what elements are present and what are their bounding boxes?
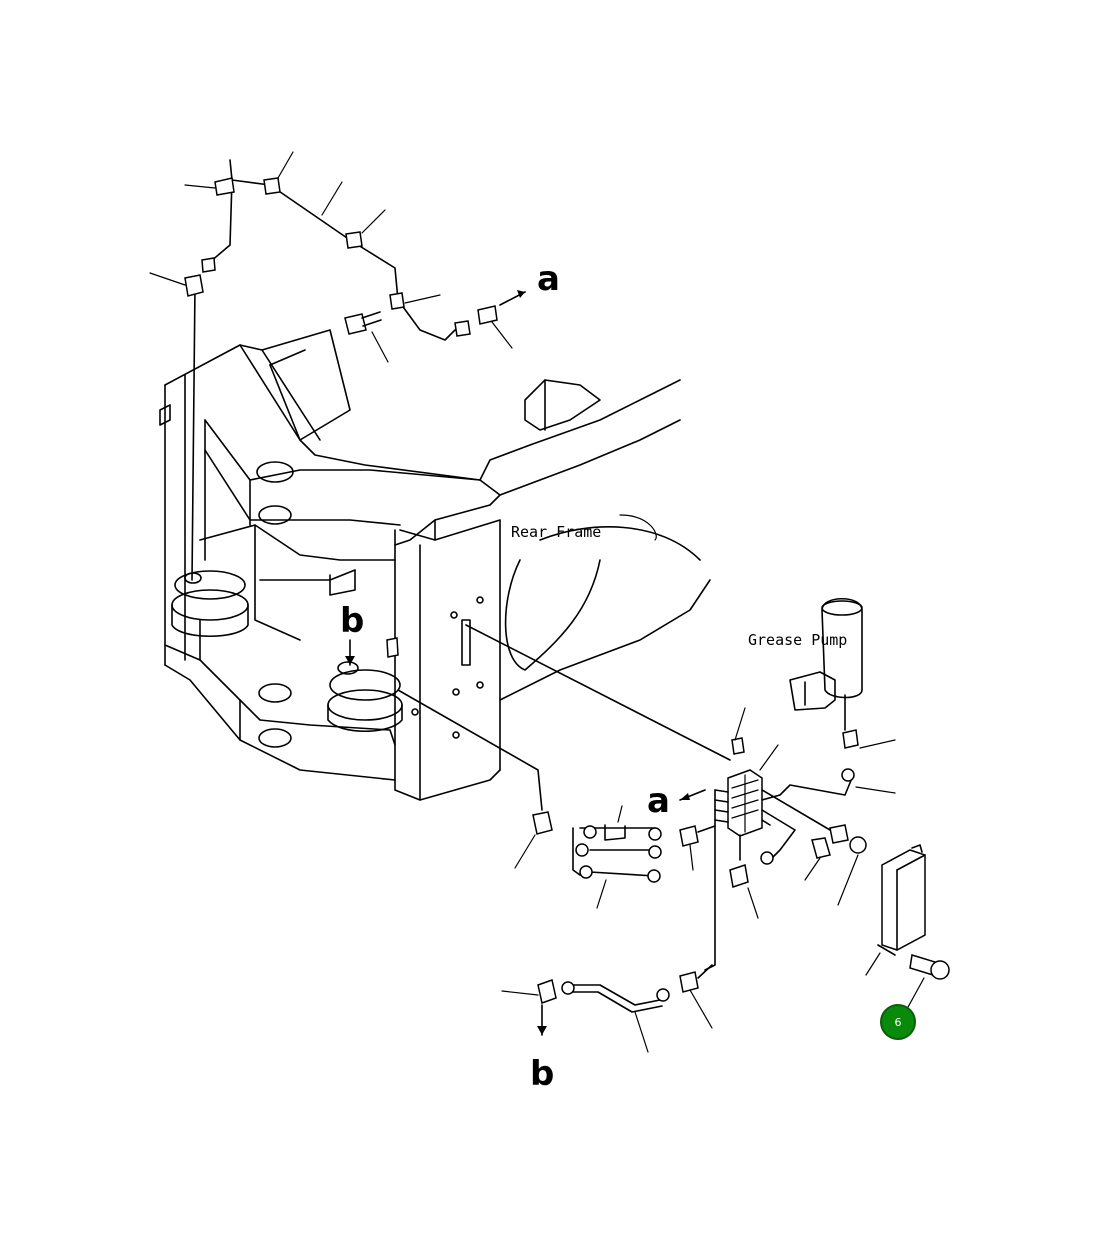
distributor-assembly (397, 624, 896, 971)
grease-pump-label: Grease Pump (748, 631, 847, 649)
rear-frame-label: Rear Frame (511, 523, 601, 541)
ref-a-mid-label: a (647, 781, 670, 821)
ref-b-bottom-label: b (530, 1054, 554, 1094)
callout-number: 6 (895, 1016, 902, 1029)
rear-frame-drawing (159, 329, 711, 801)
callout-6[interactable]: 6 (880, 1004, 916, 1040)
ref-b-mid-label: b (340, 601, 364, 641)
callout-circle[interactable] (880, 1004, 916, 1040)
ref-b-arrow (345, 637, 399, 666)
upper-lube-line (149, 151, 526, 581)
lower-lube-line (501, 964, 713, 1053)
grease-pump-drawing (789, 598, 863, 731)
tube-cluster (514, 805, 662, 909)
ref-a-top-label: a (537, 259, 560, 299)
control-box (865, 844, 950, 1019)
